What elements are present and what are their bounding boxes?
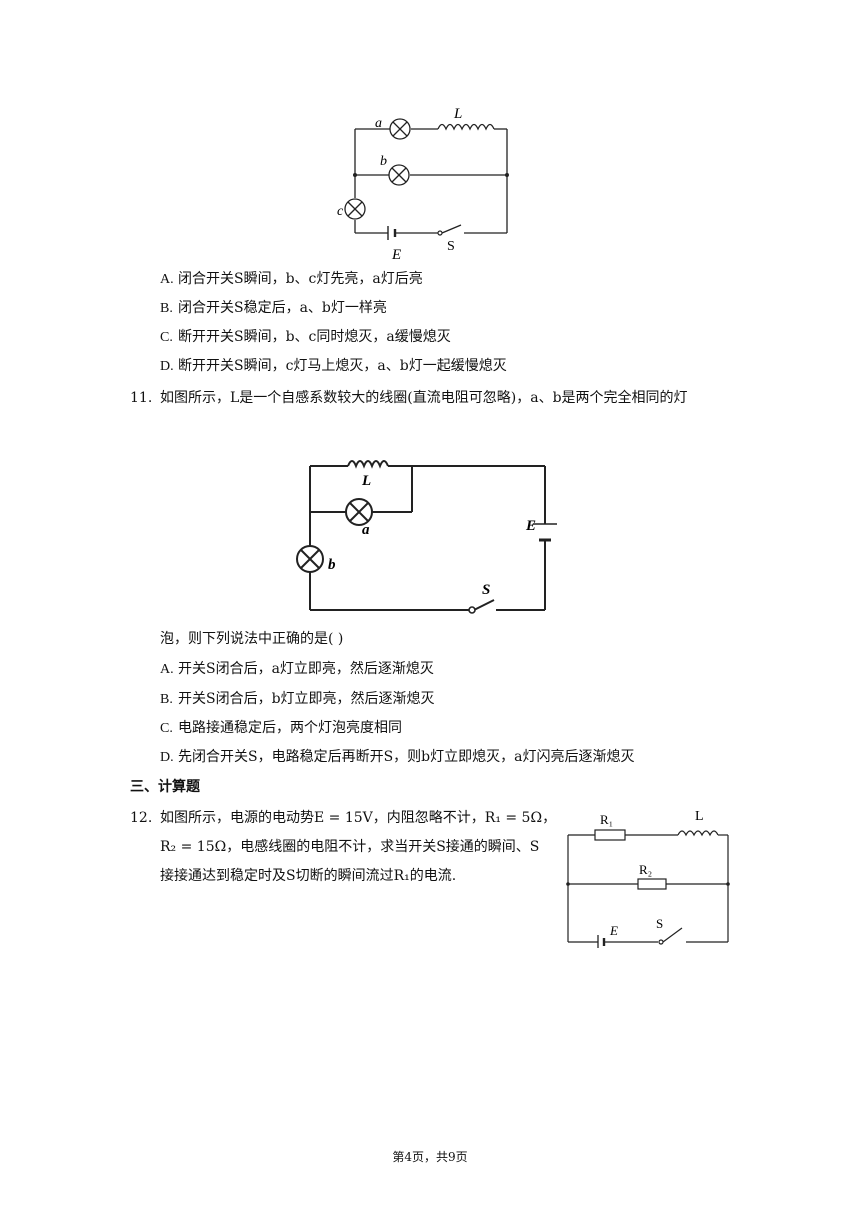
label-S: S	[482, 582, 490, 598]
q11-stem-line2: 泡，则下列说法中正确的是( )	[160, 631, 344, 647]
lamp-b-icon	[296, 545, 324, 573]
q12-line3: 接接通达到稳定时及S切断的瞬间流过R₁的电流.	[160, 868, 457, 884]
label-R2: R₂	[639, 862, 652, 877]
label-c: c	[337, 204, 344, 219]
q11-circuit-figure: L a b E S	[296, 460, 557, 614]
lamp-a-icon	[345, 498, 373, 526]
label-L: L	[453, 106, 462, 122]
label-a: a	[362, 522, 370, 538]
label-E: E	[391, 247, 401, 263]
q11-option-a: A.开关S闭合后，a灯立即亮，然后逐渐熄灭	[160, 661, 434, 677]
label-L: L	[695, 809, 704, 824]
q11-option-b: B.开关S闭合后，b灯立即亮，然后逐渐熄灭	[160, 691, 435, 707]
q12-circuit-figure: R₁ R₂ L E S	[566, 809, 730, 948]
q10-option-c: C.断开开关S瞬间，b、c同时熄灭，a缓慢熄灭	[160, 329, 451, 345]
lamp-c-icon	[344, 198, 366, 220]
lamp-b-icon	[388, 164, 410, 186]
page-footer: 第4页，共9页	[392, 1150, 468, 1164]
q11-option-d: D.先闭合开关S，电路稳定后再断开S，则b灯立即熄灭，a灯闪亮后逐渐熄灭	[160, 749, 635, 765]
label-b: b	[380, 154, 387, 169]
label-S: S	[447, 239, 455, 254]
label-S: S	[656, 916, 663, 931]
label-a: a	[375, 116, 382, 131]
q11-option-c: C.电路接通稳定后，两个灯泡亮度相同	[160, 720, 402, 736]
q10-option-b: B.闭合开关S稳定后，a、b灯一样亮	[160, 300, 387, 316]
q10-option-d: D.断开开关S瞬间，c灯马上熄灭，a、b灯一起缓慢熄灭	[160, 358, 507, 374]
q11-stem-line1: 11.如图所示，L是一个自感系数较大的线圈(直流电阻可忽略)，a、b是两个完全相…	[130, 390, 688, 406]
q10-circuit-figure: a b c L E S	[337, 106, 509, 263]
q12-line2: R₂ = 15Ω，电感线圈的电阻不计，求当开关S接通的瞬间、S	[160, 839, 540, 855]
label-E: E	[525, 518, 536, 534]
section-title: 三、计算题	[130, 779, 200, 795]
q10-option-a: A.闭合开关S瞬间，b、c灯先亮，a灯后亮	[160, 271, 423, 287]
label-b: b	[328, 557, 336, 573]
q12-line1: 12.如图所示，电源的电动势E = 15V，内阻忽略不计，R₁ = 5Ω，	[130, 810, 557, 826]
label-R1: R₁	[600, 812, 613, 827]
lamp-a-icon	[389, 118, 411, 140]
label-L: L	[361, 473, 371, 489]
label-E: E	[609, 923, 618, 938]
